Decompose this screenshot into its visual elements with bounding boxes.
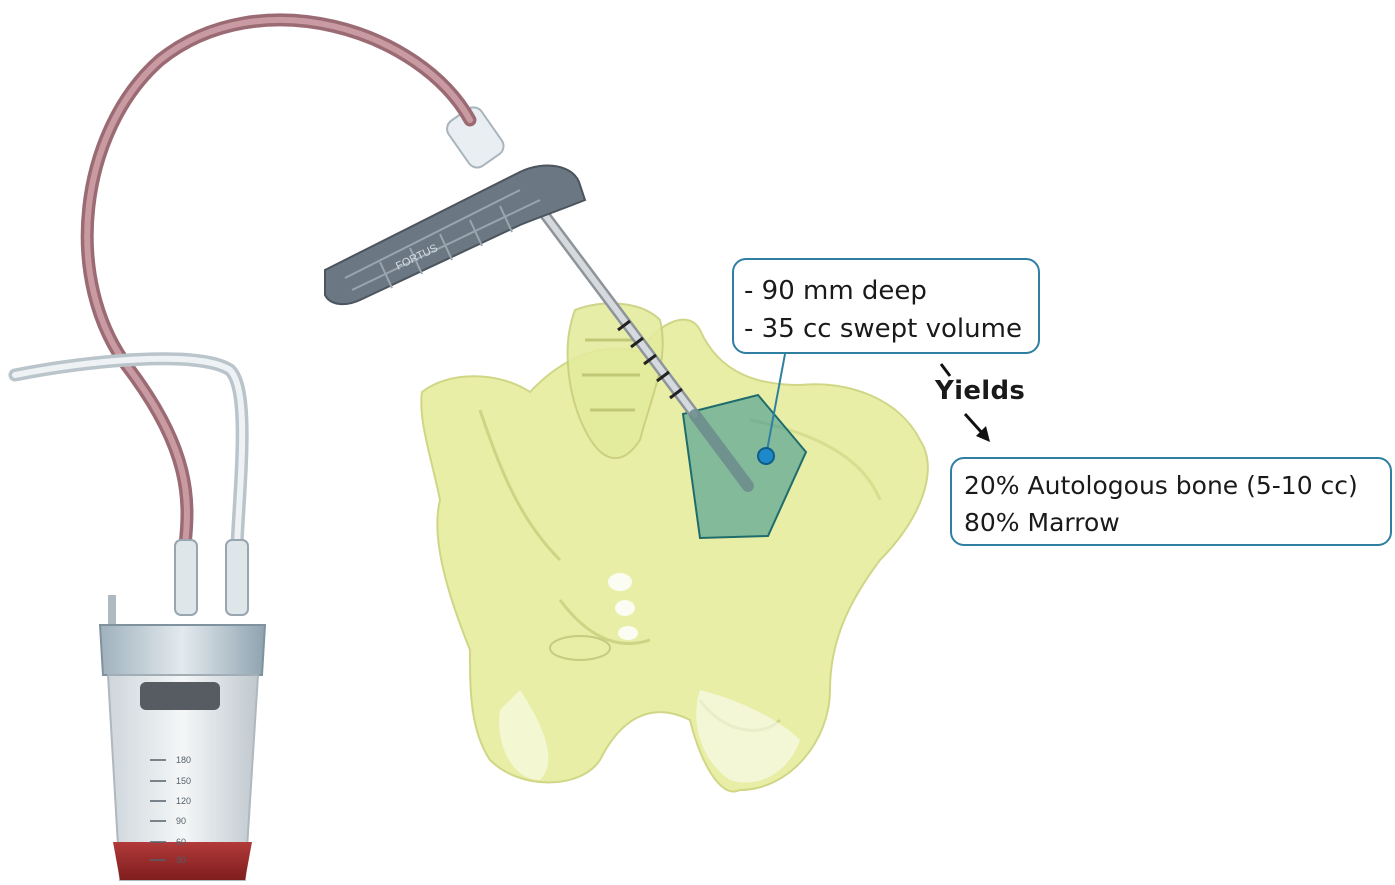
- scale-label: 30: [176, 855, 186, 865]
- yields-label: Yields: [935, 376, 1025, 406]
- yield-results-callout: 20% Autologous bone (5-10 cc) 80% Marrow: [950, 457, 1392, 546]
- clear-tubing: [15, 359, 242, 545]
- arrow-in-line: [941, 364, 950, 376]
- scale-label: 60: [176, 837, 186, 847]
- marrow-yield-text: 80% Marrow: [964, 504, 1390, 541]
- target-dot: [758, 448, 774, 464]
- scale-label: 120: [176, 796, 191, 806]
- scale-label: 90: [176, 816, 186, 826]
- bone-yield-text: 20% Autologous bone (5-10 cc): [964, 467, 1390, 504]
- volume-text: - 35 cc swept volume: [744, 310, 1038, 348]
- scale-label: 150: [176, 776, 191, 786]
- t-handle: FORTUS: [325, 103, 585, 304]
- pelvis-bone: [421, 303, 928, 791]
- collection-canister: 180 150 120 90 60 30: [100, 540, 265, 880]
- yields-arrow: [965, 414, 990, 442]
- scale-label: 180: [176, 755, 191, 765]
- red-tubing: [87, 20, 470, 545]
- depth-text: - 90 mm deep: [744, 272, 1038, 310]
- depth-volume-callout: - 90 mm deep - 35 cc swept volume: [732, 258, 1040, 354]
